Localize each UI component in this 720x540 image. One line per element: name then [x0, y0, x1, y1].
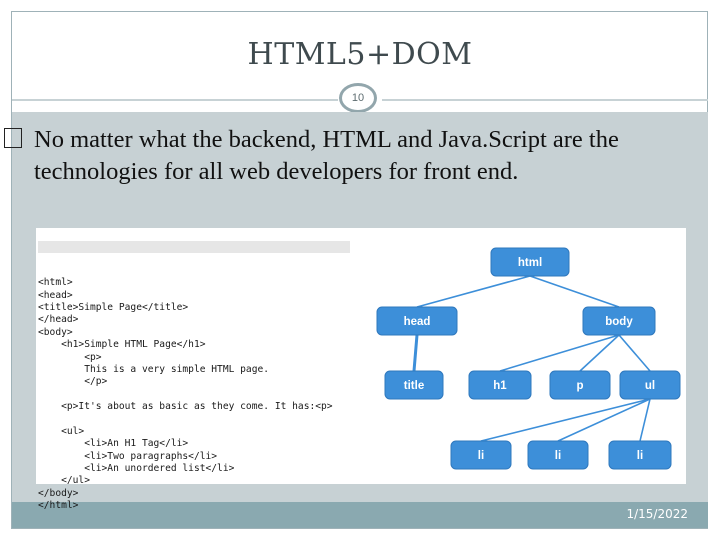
tree-node-label: html	[518, 257, 542, 269]
tree-node-box	[376, 306, 458, 336]
code-line: <ul>	[38, 425, 85, 437]
tree-edge	[416, 275, 531, 308]
tree-edge	[499, 334, 620, 372]
tree-node-p: p	[549, 370, 611, 400]
code-highlight-line	[38, 241, 350, 253]
tree-node-box	[468, 370, 532, 400]
tree-node-li: li	[450, 440, 512, 470]
code-line: <h1>Simple HTML Page</h1>	[38, 339, 206, 351]
tree-node-box	[527, 440, 589, 470]
tree-node-label: h1	[493, 380, 507, 392]
title-rule-left	[12, 99, 338, 101]
slide-date: 1/15/2022	[626, 507, 688, 521]
tree-node-label: ul	[645, 380, 655, 392]
bullet-box-icon	[4, 128, 22, 148]
tree-node-label: head	[404, 316, 431, 328]
tree-node-box	[384, 370, 444, 400]
code-line: </ul>	[38, 475, 90, 487]
bullet-point: No matter what the backend, HTML and Jav…	[4, 124, 684, 188]
tree-node-li: li	[527, 440, 589, 470]
tree-node-li: li	[608, 440, 672, 470]
tree-node-box	[549, 370, 611, 400]
tree-node-label: p	[576, 380, 583, 392]
code-line: <html>	[38, 277, 73, 289]
tree-node-title: title	[384, 370, 444, 400]
tree-node-box	[619, 370, 681, 400]
code-line	[38, 414, 348, 426]
code-line: <p>It's about as basic as they come. It …	[38, 401, 333, 413]
tree-node-label: li	[637, 450, 643, 462]
tree-node-box	[450, 440, 512, 470]
code-line: <li>An unordered list</li>	[38, 463, 235, 475]
code-line: <li>An H1 Tag</li>	[38, 438, 189, 450]
code-line	[38, 389, 348, 401]
code-line: </p>	[38, 376, 108, 388]
html-code-listing: <html><head><title>Simple Page</title></…	[38, 240, 350, 513]
bullet-text: No matter what the backend, HTML and Jav…	[34, 126, 619, 185]
code-line: <head>	[38, 289, 73, 301]
page-number-badge: 10	[339, 83, 377, 113]
code-line: <body>	[38, 326, 73, 338]
tree-node-h1: h1	[468, 370, 532, 400]
tree-node-label: title	[404, 380, 424, 392]
code-line: <li>Two paragraphs</li>	[38, 450, 218, 462]
tree-node-head: head	[376, 306, 458, 336]
code-line: </head>	[38, 314, 79, 326]
tree-node-label: li	[555, 450, 561, 462]
dom-tree-diagram: html head body title h1 p ul li li li	[376, 247, 681, 470]
page-number: 10	[351, 92, 365, 104]
code-line: This is a very simple HTML page.	[38, 363, 270, 375]
tree-node-box	[490, 247, 570, 277]
tree-edge	[529, 275, 620, 308]
tree-node-box	[582, 306, 656, 336]
code-line: <p>	[38, 351, 102, 363]
tree-edge	[557, 398, 651, 442]
html-dom-figure: <html><head><title>Simple Page</title></…	[36, 228, 686, 511]
tree-edge	[639, 398, 651, 442]
code-line: </html>	[38, 500, 79, 512]
tree-node-label: body	[605, 316, 633, 328]
tree-edge	[412, 334, 419, 372]
tree-node-ul: ul	[619, 370, 681, 400]
footer-bar: 1/15/2022	[12, 502, 708, 528]
tree-node-box	[608, 440, 672, 470]
tree-node-html: html	[490, 247, 570, 277]
tree-node-label: li	[478, 450, 484, 462]
tree-edge	[618, 334, 651, 372]
tree-node-body: body	[582, 306, 656, 336]
title-rule-right	[382, 99, 708, 101]
code-line: <title>Simple Page</title>	[38, 302, 189, 313]
tree-edge	[579, 334, 620, 372]
slide-title: HTML5+DOM	[247, 37, 473, 72]
tree-edge	[480, 398, 651, 442]
code-line: </body>	[38, 487, 79, 499]
